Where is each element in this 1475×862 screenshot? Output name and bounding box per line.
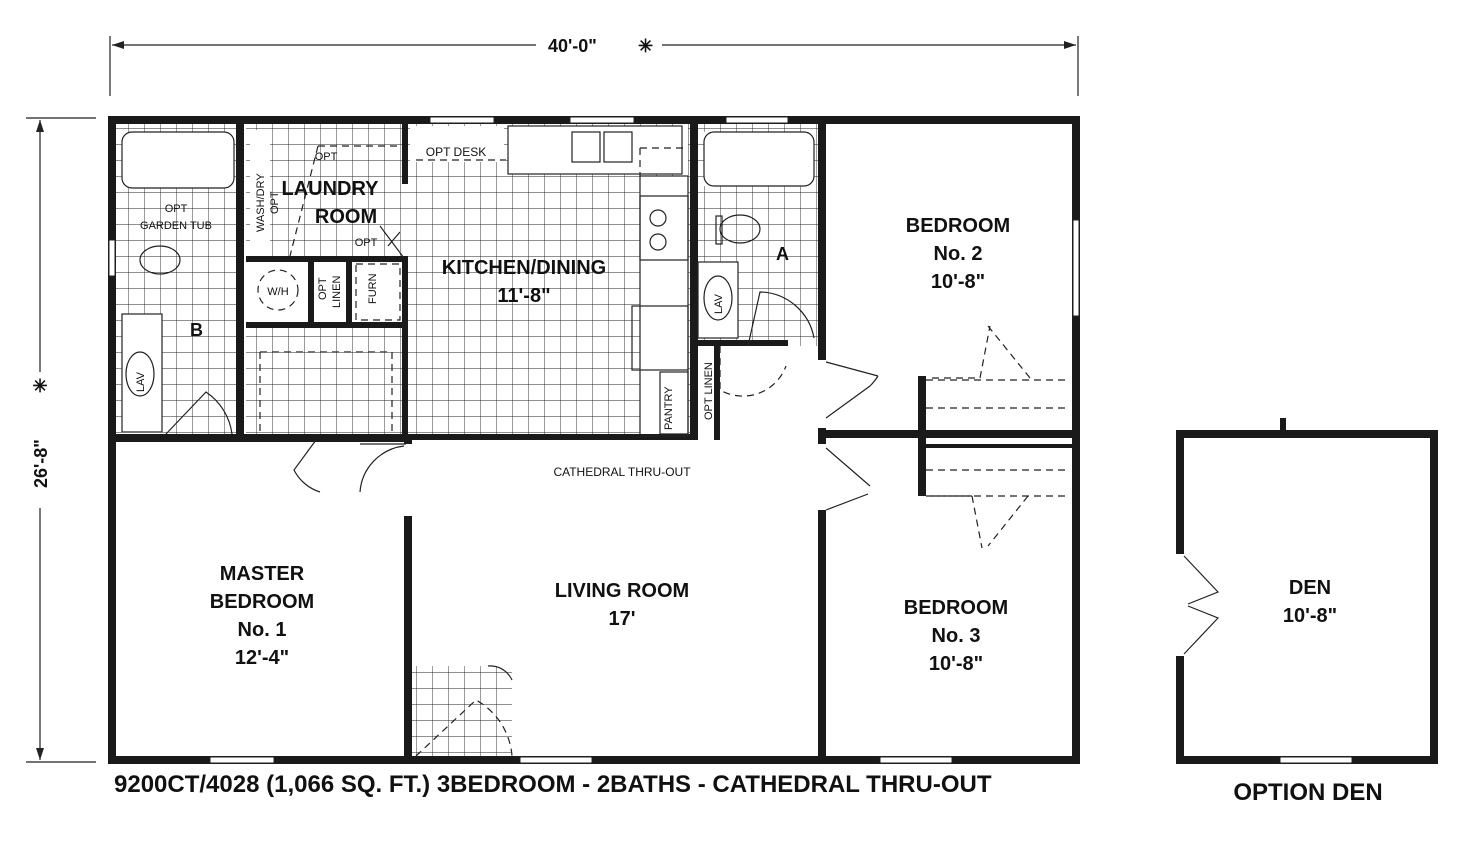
laundry-label-2: ROOM [315, 206, 377, 228]
lav-b-label: LAV [135, 371, 147, 392]
depth-dimension [26, 117, 96, 763]
lav-b-icon [125, 351, 155, 397]
tub-a-icon [703, 131, 815, 187]
wash-dry-label: WASH/DRY [255, 173, 267, 232]
opt-label-mid: OPT [355, 237, 378, 249]
sink-icon [571, 131, 601, 163]
opt-linen-small-label: OPT [317, 277, 329, 300]
master-number: No. 1 [238, 619, 287, 641]
laundry-label: LAUNDRY [281, 178, 379, 200]
wh-label: W/H [267, 286, 288, 298]
master-size: 12'-4" [235, 647, 289, 669]
plan-caption: 9200CT/4028 (1,066 SQ. FT.) 3BEDROOM - 2… [114, 771, 992, 798]
cathedral-label: CATHEDRAL THRU-OUT [553, 465, 691, 479]
bath-a-label: A [776, 244, 789, 264]
opt-linen-small-label-2: LINEN [331, 276, 343, 308]
fridge-icon [631, 305, 689, 371]
width-label: 40'-0" [548, 36, 597, 56]
lav-a-label: LAV [713, 293, 725, 314]
garden-tub-label-2: GARDEN TUB [140, 220, 212, 232]
option-den [1176, 418, 1438, 764]
kitchen-size: 11'-8" [497, 285, 550, 307]
pantry-label: PANTRY [663, 386, 675, 430]
option-den-caption: OPTION DEN [1233, 779, 1382, 806]
bath-b-label: B [190, 320, 203, 340]
width-dimension [109, 36, 1079, 96]
bedroom2-number: No. 2 [934, 243, 983, 265]
bedroom3-size: 10'-8" [929, 653, 983, 675]
optional-dashed-items [259, 145, 1070, 497]
tub-b-icon [121, 131, 235, 189]
bedroom2-label: BEDROOM [906, 215, 1010, 237]
garden-tub-label: OPT [165, 203, 188, 215]
lav-a-icon [703, 275, 733, 321]
toilet-a-icon [719, 214, 761, 244]
doors [165, 225, 1031, 757]
den-label: DEN [1289, 577, 1331, 599]
bedroom2-size: 10'-8" [931, 271, 985, 293]
opt-label-top: OPT [315, 151, 338, 163]
master-label: MASTER [220, 563, 305, 585]
toilet-b-icon [139, 245, 181, 275]
windows [108, 116, 1080, 764]
opt-desk-label: OPT DESK [426, 145, 486, 159]
living-size: 17' [608, 608, 635, 630]
interior-walls [116, 124, 1072, 764]
width-marker-icon: ✳ [638, 36, 653, 56]
bedroom3-number: No. 3 [932, 625, 981, 647]
opt-linen-label: OPT LINEN [703, 362, 715, 420]
den-size: 10'-8" [1283, 605, 1337, 627]
wash-dry-opt-label: OPT [269, 191, 281, 214]
water-heater-icon [257, 269, 299, 311]
depth-label: 26'-8" [31, 439, 51, 488]
living-label: LIVING ROOM [555, 580, 689, 602]
depth-marker-icon: ✳ [32, 376, 47, 396]
master-label-2: BEDROOM [210, 591, 314, 613]
fixture-bg [122, 126, 814, 436]
furn-label: FURN [367, 273, 379, 304]
kitchen-label: KITCHEN/DINING [442, 257, 606, 279]
bedroom3-label: BEDROOM [904, 597, 1008, 619]
